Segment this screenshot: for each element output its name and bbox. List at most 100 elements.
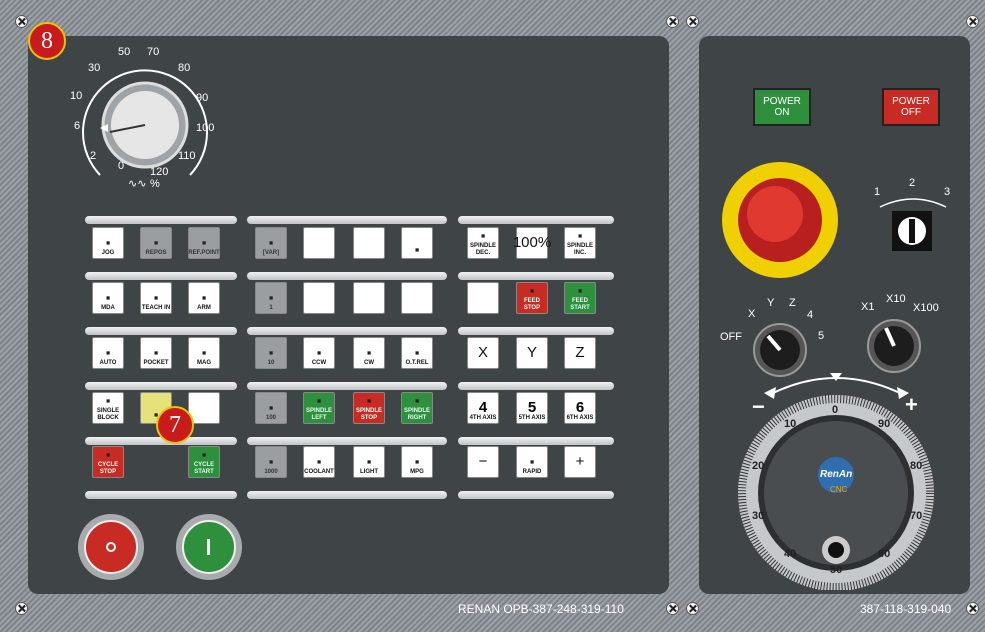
key-switch[interactable] <box>878 195 948 255</box>
blank-key[interactable] <box>303 227 335 259</box>
screw-icon <box>966 602 979 615</box>
blank-key[interactable] <box>303 282 335 314</box>
feed-stop-icon: ▪ <box>529 283 535 298</box>
blank-key[interactable] <box>353 282 385 314</box>
left-model-number: RENAN OPB-387-248-319-110 <box>458 602 624 616</box>
light-key[interactable]: ▪LIGHT <box>353 446 385 478</box>
dial-tick-120: 120 <box>150 166 169 178</box>
key-label: SPINDLE LEFT <box>305 408 332 421</box>
z-key[interactable]: Z <box>564 337 596 369</box>
arm-key[interactable]: ▪ARM <box>188 282 220 314</box>
light-icon: ▪ <box>366 454 372 469</box>
feed-start-key[interactable]: ▪FEED START <box>564 282 596 314</box>
100pct-key[interactable]: 100% <box>512 227 552 259</box>
--key[interactable]: + <box>564 446 596 478</box>
axis-select-knob[interactable] <box>750 320 810 380</box>
feed-override-dial[interactable] <box>60 40 230 200</box>
key-label: SPINDLE STOP <box>355 408 382 421</box>
pocket-key[interactable]: ▪POCKET <box>140 337 172 369</box>
key-label: TEACH IN <box>141 305 171 311</box>
row-divider <box>458 327 614 335</box>
row-divider <box>458 216 614 224</box>
key-label: 100% <box>512 234 552 251</box>
row-divider <box>458 491 614 499</box>
-var--key[interactable]: ▪[VAR] <box>255 227 287 259</box>
single-block-key[interactable]: ▪SINGLE BLOCK <box>92 392 124 424</box>
dial-tick-100: 100 <box>196 122 215 134</box>
dial-tick-110: 110 <box>178 150 196 162</box>
row-divider <box>85 327 237 335</box>
step-x1: X1 <box>861 301 875 313</box>
ref-point-key[interactable]: ▪REF.POINT <box>188 227 220 259</box>
key-label: Z <box>575 344 585 361</box>
hw-scale-80: 80 <box>910 460 923 472</box>
spindle-inc-icon: ▪ <box>577 228 583 243</box>
row-divider <box>85 216 237 224</box>
spindle-left-key[interactable]: ▪SPINDLE LEFT <box>303 392 335 424</box>
spindle-right-key[interactable]: ▪SPINDLE RIGHT <box>401 392 433 424</box>
spindle-stop-key[interactable]: ▪SPINDLE STOP <box>353 392 385 424</box>
emergency-stop-button[interactable] <box>720 160 840 280</box>
feed-stop-key[interactable]: ▪FEED STOP <box>516 282 548 314</box>
power-on-button[interactable]: POWER ON <box>753 88 811 126</box>
ccw-key[interactable]: ▪CCW <box>303 337 335 369</box>
mda-key[interactable]: ▪MDA <box>92 282 124 314</box>
axis-number: 5 <box>527 399 537 416</box>
1000-key[interactable]: ▪1000 <box>255 446 287 478</box>
rapid-key[interactable]: ▪RAPID <box>516 446 548 478</box>
cycle-start-mushroom-button[interactable] <box>174 512 244 582</box>
100-key[interactable]: ▪100 <box>255 392 287 424</box>
manual-pulse-handwheel[interactable] <box>724 365 954 590</box>
axis-select-5: 5 <box>818 330 825 342</box>
handwheel-brand: RenAn <box>820 469 853 480</box>
o-t-rel-key[interactable]: ▪O.T.REL <box>401 337 433 369</box>
power-off-button[interactable]: POWER OFF <box>882 88 940 126</box>
repos-key[interactable]: ▪REPOS <box>140 227 172 259</box>
key-label: RAPID <box>522 469 542 475</box>
screw-icon <box>966 15 979 28</box>
cw-key[interactable]: ▪CW <box>353 337 385 369</box>
cycle-start-key[interactable]: ▪CYCLE START <box>188 446 220 478</box>
mag-key[interactable]: ▪MAG <box>188 337 220 369</box>
coolant-key[interactable]: ▪COOLANT <box>303 446 335 478</box>
split-icon: ▪ <box>414 242 420 257</box>
dial-tick-6: 6 <box>74 120 81 132</box>
increment-arrow-icon: ▪ <box>268 400 274 415</box>
--key[interactable]: − <box>467 446 499 478</box>
ccw-icon: ▪ <box>316 345 322 360</box>
mpg-key[interactable]: ▪MPG <box>401 446 433 478</box>
blank-key[interactable] <box>353 227 385 259</box>
1-key[interactable]: ▪1 <box>255 282 287 314</box>
10-key[interactable]: ▪10 <box>255 337 287 369</box>
hw-scale-20: 20 <box>752 460 765 472</box>
key-label: 4TH AXIS <box>469 415 497 421</box>
dial-tick-10: 10 <box>70 90 83 102</box>
teach-in-key[interactable]: ▪TEACH IN <box>140 282 172 314</box>
step-select-knob[interactable] <box>864 316 924 376</box>
row-divider <box>85 382 237 390</box>
spindle-inc--key[interactable]: ▪SPINDLE INC. <box>564 227 596 259</box>
blank-key[interactable] <box>467 282 499 314</box>
x-key[interactable]: X <box>467 337 499 369</box>
key-label: POCKET <box>143 360 169 366</box>
key-label: + <box>575 453 585 470</box>
axis-number: 4 <box>478 399 488 416</box>
key-label: CYCLE STOP <box>97 462 119 475</box>
cycle-stop-mushroom-button[interactable] <box>76 512 146 582</box>
auto-key[interactable]: ▪AUTO <box>92 337 124 369</box>
repos-arrow-icon: ▪ <box>153 235 159 250</box>
spindle-dec--key[interactable]: ▪SPINDLE DEC. <box>467 227 499 259</box>
blank-key[interactable]: ▪ <box>401 227 433 259</box>
row-divider <box>247 382 447 390</box>
blank-key[interactable] <box>188 392 220 424</box>
auto-icon: ▪ <box>105 345 111 360</box>
blank-key[interactable] <box>401 282 433 314</box>
cycle-stop-key[interactable]: ▪CYCLE STOP <box>92 446 124 478</box>
key-label: JOG <box>101 250 115 256</box>
key-label: MPG <box>410 469 424 475</box>
jog-key[interactable]: ▪JOG <box>92 227 124 259</box>
y-key[interactable]: Y <box>516 337 548 369</box>
